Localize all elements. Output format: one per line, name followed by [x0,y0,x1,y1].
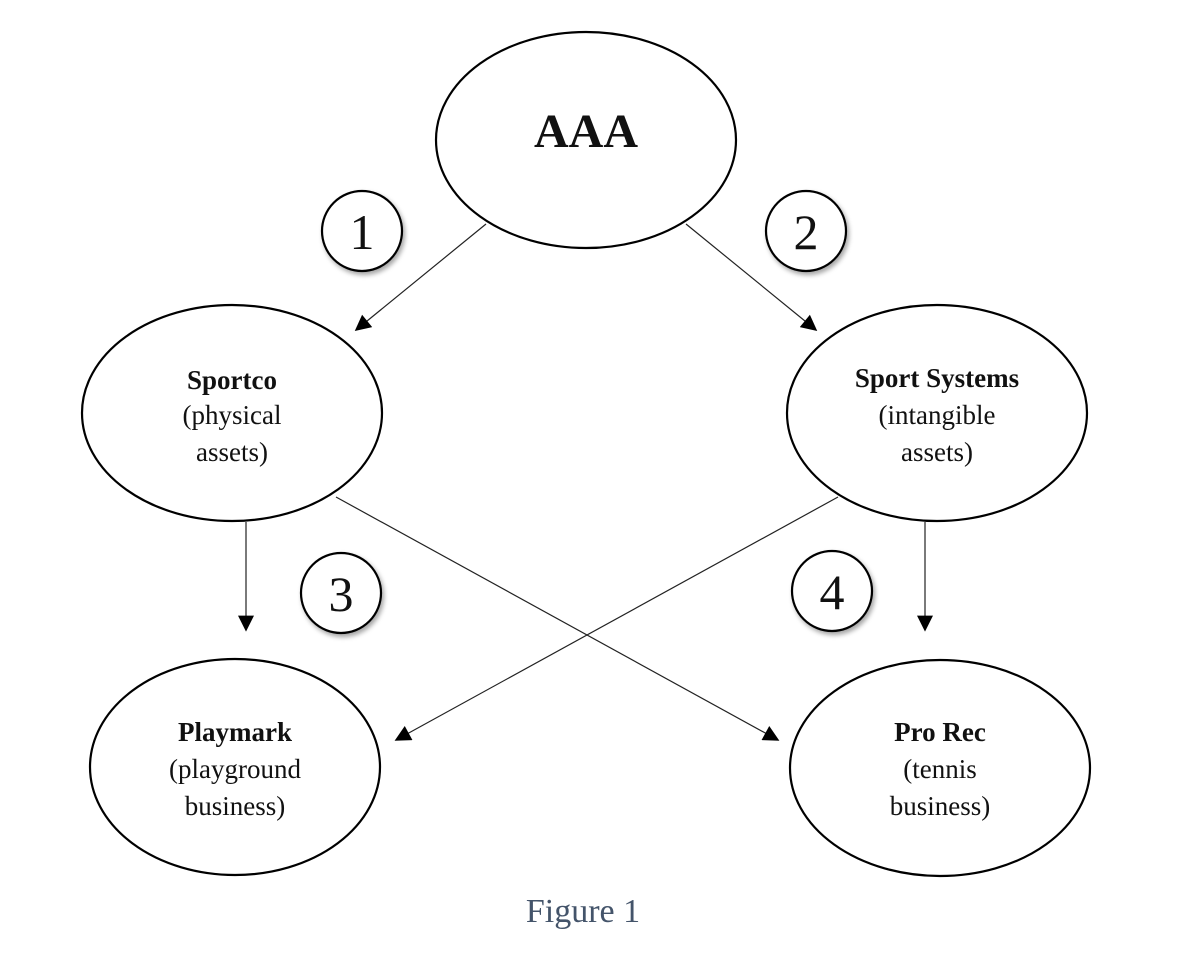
node-playmark-line1: (playground [169,754,301,784]
badge-3-label: 3 [329,566,354,622]
badge-2: 2 [764,189,848,273]
badge-3: 3 [299,551,383,635]
node-aaa-title: AAA [534,105,638,158]
node-sportco: Sportco (physical assets) [80,303,384,523]
node-sport-systems: Sport Systems (intangible assets) [785,303,1089,523]
edge-aaa-sport-systems [685,223,818,332]
badge-1: 1 [320,189,404,273]
node-pro-rec-line1: (tennis [903,754,977,784]
node-sportco-line2: assets) [196,437,268,467]
node-pro-rec: Pro Rec (tennis business) [788,658,1092,878]
badge-4-label: 4 [820,564,845,620]
node-sportco-title: Sportco [187,365,277,395]
node-pro-rec-line2: business) [890,791,991,821]
node-pro-rec-title: Pro Rec [894,717,986,747]
node-playmark: Playmark (playground business) [88,657,382,877]
edge-sport-systems-playmark [394,496,839,741]
node-aaa: AAA [434,30,738,250]
node-playmark-title: Playmark [178,717,292,747]
node-playmark-line2: business) [185,791,286,821]
badge-4: 4 [790,549,874,633]
node-sport-systems-line2: assets) [901,437,973,467]
badge-2-label: 2 [794,204,819,260]
node-sport-systems-title: Sport Systems [855,363,1019,393]
edge-aaa-sportco [354,223,487,332]
edge-sportco-pro-rec [335,496,780,741]
figure-caption: Figure 1 [525,893,641,930]
badge-1-label: 1 [350,204,375,260]
node-sport-systems-line1: (intangible [879,400,996,430]
node-sportco-line1: (physical [183,400,282,430]
